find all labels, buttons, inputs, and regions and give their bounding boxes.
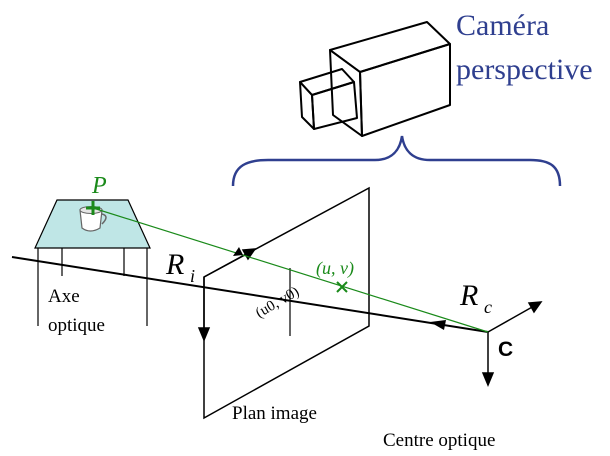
camera-brace (231, 135, 562, 187)
image-plane (203, 186, 370, 420)
camera-title-line1: Caméra (456, 9, 549, 42)
projection-ray (92, 207, 489, 333)
image-frame-axes (197, 248, 257, 342)
optical-axis-label-line1: Axe (48, 286, 80, 307)
camera-frame-axes (481, 301, 543, 387)
image-frame-symbol: R (165, 248, 184, 281)
optical-center-letter: C (498, 338, 513, 361)
optical-center-label: Centre optique (383, 430, 495, 451)
camera-title-line2: perspective (456, 53, 593, 86)
point-p-label: P (91, 173, 107, 199)
projected-point-marker (336, 281, 348, 293)
camera-frame-subscript: c (484, 297, 492, 317)
optical-axis (11, 256, 489, 333)
principal-point-label: (u0, v0) (253, 284, 302, 322)
image-frame-subscript: i (190, 266, 195, 286)
optical-axis-label-line2: optique (48, 315, 105, 336)
point-p-marker (86, 201, 100, 215)
image-plane-label: Plan image (232, 403, 317, 424)
camera-icon (299, 21, 451, 137)
projected-point-label: (u, v) (316, 258, 354, 279)
camera-frame-symbol: R (459, 279, 478, 312)
